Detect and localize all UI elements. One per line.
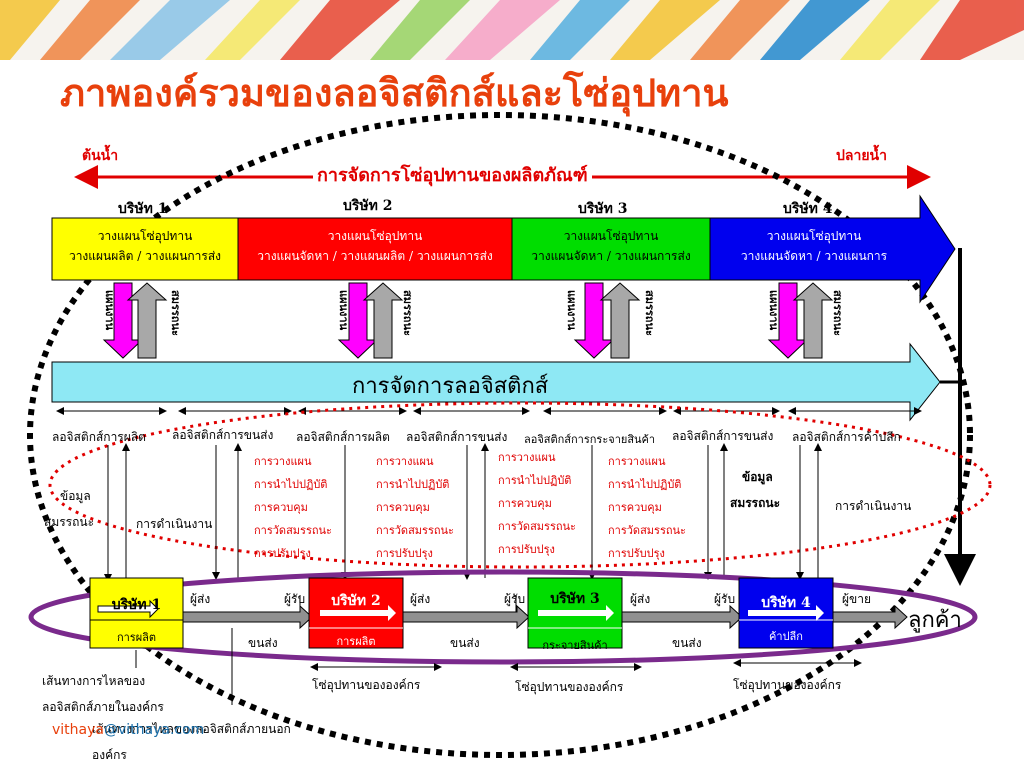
capability-arrow-label-2: สมรรถนะ xyxy=(401,290,414,336)
company-name-3: บริษัท 3 xyxy=(578,201,628,217)
page-title: ภาพองค์รวมของลอจิสติกส์และโซ่อุปทาน xyxy=(60,71,729,115)
org-chain-label-3: โซ่อุปทานขององค์กร xyxy=(733,678,842,692)
downstream-label: ปลายน้ำ xyxy=(836,148,887,164)
footer-credit: vithaya@vithaya.com xyxy=(52,722,204,738)
plan-line-3b: วางแผนจัดหา / วางแผนการส่ง xyxy=(531,249,691,263)
logistics-type-7: ลอจิสติกส์การค้าปลีก xyxy=(792,430,901,444)
bottom-company-sub-2: การผลิต xyxy=(336,635,376,648)
org-chain-label-1: โซ่อุปทานขององค์กร xyxy=(312,678,421,692)
info-left: ข้อมูล สมรรถนะ xyxy=(44,483,94,535)
org-chain-label-2: โซ่อุปทานขององค์กร xyxy=(515,680,624,694)
receiver-label-2: ผู้รับ xyxy=(504,592,526,606)
receiver-label-1: ผู้รับ xyxy=(284,592,306,606)
bottom-company-sub-3: กระจายสินค้า xyxy=(542,639,608,652)
receiver-label-3: ผู้รับ xyxy=(714,592,736,606)
transport-label-3: ขนส่ง xyxy=(672,636,702,650)
logistics-type-4: ลอจิสติกส์การขนส่ง xyxy=(406,430,508,444)
seller-label: ผู้ขาย xyxy=(842,592,872,606)
transport-label-1: ขนส่ง xyxy=(248,636,278,650)
company-name-2: บริษัท 2 xyxy=(343,198,393,214)
plan-line-4b: วางแผนจัดหา / วางแผนการ xyxy=(740,249,888,263)
footer-at: @ xyxy=(103,722,118,738)
logistics-type-3: ลอจิสติกส์การผลิต xyxy=(296,430,390,444)
info-left-line-2: สมรรถนะ xyxy=(44,515,95,529)
bottom-flow-ellipse xyxy=(28,569,978,665)
scm-dotted-ellipse xyxy=(27,112,973,758)
plan-arrow-label-4: แผนงาน xyxy=(767,290,780,331)
bottom-company-title-4: บริษัท 4 xyxy=(761,595,811,611)
plan-line-4a: วางแผนโซ่อุปทาน xyxy=(766,229,862,243)
plan-text-2: วางแผนโซ่อุปทาน วางแผนจัดหา / วางแผนผลิต… xyxy=(238,226,512,266)
customer-label: ลูกค้า xyxy=(908,608,962,633)
bottom-company-title-2: บริษัท 2 xyxy=(331,593,381,609)
plan-arrow-label-1: แผนงาน xyxy=(103,290,116,331)
plan-line-3a: วางแผนโซ่อุปทาน xyxy=(563,229,659,243)
company-name-4: บริษัท 4 xyxy=(783,201,833,217)
scm-label: การจัดการโซ่อุปทานของผลิตภัณฑ์ xyxy=(313,160,592,189)
plan-text-1: วางแผนโซ่อุปทาน วางแผนผลิต / วางแผนการส่… xyxy=(52,226,238,266)
capability-arrow-label-1: สมรรถนะ xyxy=(169,290,182,336)
external-flow-label: เส้นทางการไหลของลอจิสติกส์ภายนอก องค์กร xyxy=(92,722,291,762)
plan-text-4: วางแผนโซ่อุปทาน วางแผนจัดหา / วางแผนการ xyxy=(712,226,916,266)
plan-arrows xyxy=(102,282,834,359)
plan-arrow-label-2: แผนงาน xyxy=(337,290,350,331)
operation-left: การดำเนินงาน xyxy=(136,517,213,531)
plan-arrow-label-3: แผนงาน xyxy=(565,290,578,331)
company-name-1: บริษัท 1 xyxy=(118,201,168,217)
footer-site: vithaya.com xyxy=(117,722,205,738)
operation-right: การดำเนินงาน xyxy=(835,499,912,513)
red-list-4: การวางแผน การนำไปปฏิบัติ การควบคุม การวั… xyxy=(608,455,686,560)
plan-box-1 xyxy=(51,217,239,281)
upstream-label: ต้นน้ำ xyxy=(82,148,119,164)
logistics-type-2: ลอจิสติกส์การขนส่ง xyxy=(172,428,274,442)
logistics-type-1: ลอจิสติกส์การผลิต xyxy=(52,430,146,444)
plan-line-2a: วางแผนโซ่อุปทาน xyxy=(327,229,423,243)
logistics-label: การจัดการลอจิสติกส์ xyxy=(352,374,549,399)
plan-box-3 xyxy=(511,217,711,281)
footer-name: vithaya xyxy=(52,722,104,738)
logistics-type-6: ลอจิสติกส์การขนส่ง xyxy=(672,429,774,443)
bottom-company-title-3: บริษัท 3 xyxy=(550,591,600,607)
transport-label-2: ขนส่ง xyxy=(450,636,480,650)
logistics-arrow xyxy=(51,342,941,422)
capability-arrow-label-3: สมรรถนะ xyxy=(643,290,656,336)
bottom-company-sub-1: การผลิต xyxy=(116,631,157,644)
red-list-1: การวางแผน การนำไปปฏิบัติ การควบคุม การวั… xyxy=(254,455,332,560)
plan-box-4 xyxy=(709,194,956,304)
plan-line-1a: วางแผนโซ่อุปทาน xyxy=(97,229,193,243)
info-right: ข้อมูล สมรรถนะ xyxy=(730,464,780,516)
bottom-company-box-1 xyxy=(89,577,184,649)
info-right-line-1: ข้อมูล xyxy=(742,470,773,484)
red-list-2: การวางแผน การนำไปปฏิบัติ การควบคุม การวั… xyxy=(376,455,454,560)
red-list-3: การวางแผน การนำไปปฏิบัติ การควบคุม การวั… xyxy=(498,451,576,556)
plan-line-2b: วางแผนจัดหา / วางแผนผลิต / วางแผนการส่ง xyxy=(257,249,493,263)
logistics-type-5: ลอจิสติกส์การกระจายสินค้า xyxy=(524,433,656,446)
sender-label-1: ผู้ส่ง xyxy=(190,592,211,606)
sender-label-2: ผู้ส่ง xyxy=(410,592,431,606)
header-decoration xyxy=(0,0,1024,60)
internal-flow-label: เส้นทางการไหลของ ลอจิสติกส์ภายในองค์กร xyxy=(42,674,164,714)
info-right-line-2: สมรรถนะ xyxy=(730,496,781,510)
bottom-company-sub-4: ค้าปลีก xyxy=(769,630,803,643)
plan-line-1b: วางแผนผลิต / วางแผนการส่ง xyxy=(68,249,222,263)
sender-label-3: ผู้ส่ง xyxy=(630,592,651,606)
info-left-line-1: ข้อมูล xyxy=(60,489,91,503)
logistics-dotted-ellipse xyxy=(48,401,992,569)
plan-box-2 xyxy=(237,217,513,281)
bottom-company-title-1: บริษัท 1 xyxy=(111,597,162,613)
capability-arrow-label-4: สมรรถนะ xyxy=(831,290,844,336)
plan-text-3: วางแผนโซ่อุปทาน วางแผนจัดหา / วางแผนการส… xyxy=(512,226,710,266)
